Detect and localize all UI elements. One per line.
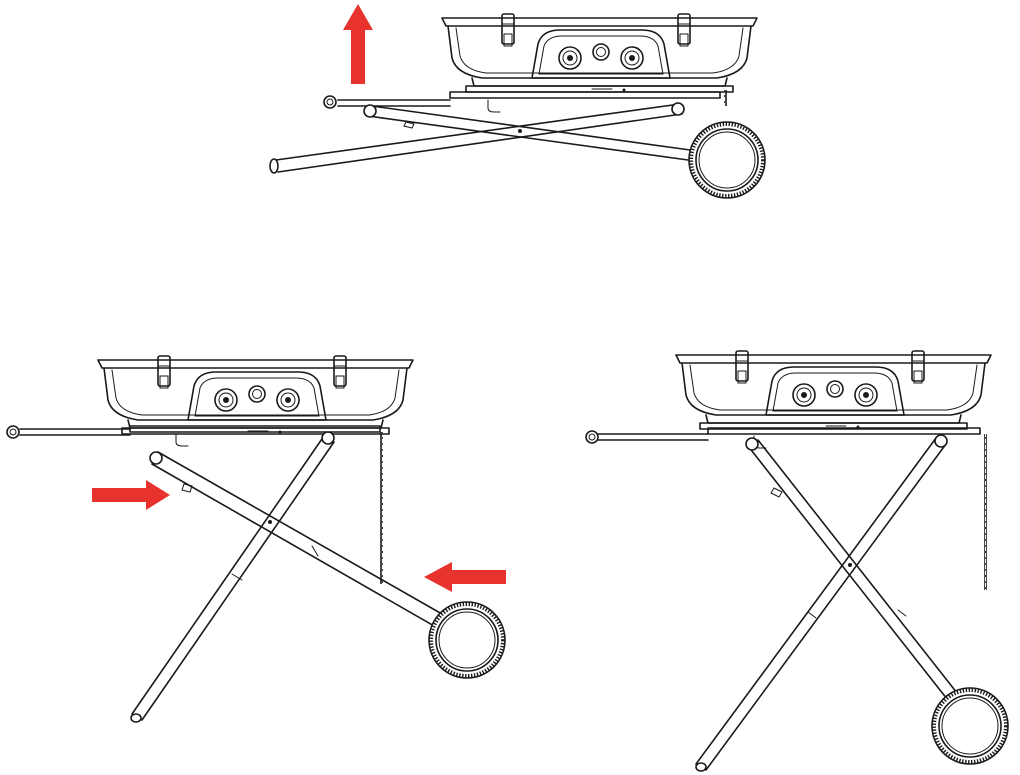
direction-arrow-icon (424, 562, 506, 592)
wheel-icon (930, 686, 1010, 766)
grill-body-icon (97, 355, 414, 435)
panel-step-lift (269, 4, 767, 200)
panel-step-standing (585, 350, 1010, 772)
grill-body-icon (675, 350, 992, 430)
wheel-icon (427, 600, 507, 680)
direction-arrow-icon (92, 480, 170, 510)
grill-body-icon (441, 13, 758, 93)
direction-arrow-icon (343, 4, 373, 84)
panel-step-push (6, 355, 507, 723)
wheel-icon (687, 120, 767, 200)
